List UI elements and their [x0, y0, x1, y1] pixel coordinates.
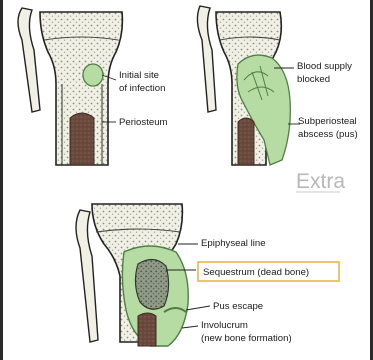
label-initial-site-2: of infection — [119, 83, 165, 94]
marrow-cavity-3 — [138, 313, 156, 346]
label-involucrum-2: (new bone formation) — [201, 333, 292, 344]
watermark-text: Extra — [296, 170, 345, 193]
label-abscess-2: abscess (pus) — [298, 129, 358, 140]
infection-site-marker — [83, 64, 103, 86]
label-abscess-1: Subperiosteal — [298, 116, 357, 127]
panel-chronic: Epiphyseal line Sequestrum (dead bone) P… — [76, 204, 339, 346]
label-blood-supply-1: Blood supply — [297, 61, 352, 72]
fibula-bone — [18, 8, 40, 112]
label-epiphyseal: Epiphyseal line — [201, 238, 266, 249]
fibula-bone-2 — [197, 6, 216, 112]
marrow-cavity-1 — [70, 113, 94, 165]
label-initial-site-1: Initial site — [119, 70, 159, 81]
panel-abscess: Blood supply blocked Subperiosteal absce… — [197, 6, 357, 165]
label-involucrum-1: Involucrum — [201, 320, 248, 331]
leader-pus — [186, 306, 210, 310]
fibula-bone-3 — [76, 210, 98, 342]
label-periosteum: Periosteum — [119, 117, 168, 128]
marrow-cavity-2 — [238, 118, 254, 165]
label-sequestrum: Sequestrum (dead bone) — [203, 267, 309, 278]
panel-initial-infection: Initial site of infection Periosteum — [18, 8, 168, 165]
label-pus-escape: Pus escape — [213, 301, 263, 312]
sequestrum — [135, 259, 168, 309]
leader-involucrum — [182, 326, 198, 328]
label-blood-supply-2: blocked — [297, 74, 330, 85]
